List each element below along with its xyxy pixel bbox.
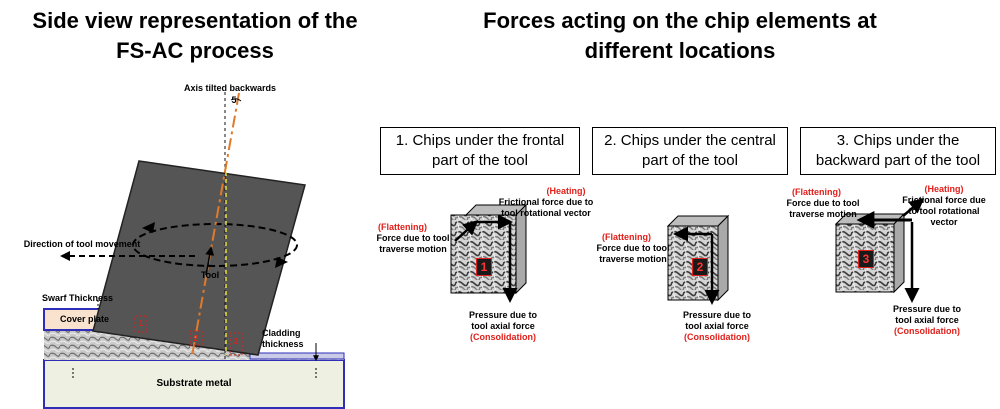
cube-2-consolidation: Pressure due to tool axial force (Consol… bbox=[662, 310, 772, 343]
cladding-label-1: Cladding bbox=[262, 328, 301, 338]
tilt-arc bbox=[230, 98, 242, 102]
cube-2-pressure-text-2: tool axial force bbox=[685, 321, 749, 331]
location-box-1: 1. Chips under the frontal part of the t… bbox=[380, 127, 580, 175]
cube-3-flatten-tag: (Flattening) bbox=[792, 187, 841, 197]
cube-2-flatten-tag: (Flattening) bbox=[602, 232, 651, 242]
cube-3-pressure-text-2: tool axial force bbox=[895, 315, 959, 325]
marker-box-2 bbox=[189, 330, 203, 346]
cube-3-flattening: (Flattening) Force due to tool traverse … bbox=[778, 187, 868, 220]
substrate-metal bbox=[43, 359, 345, 409]
tool-body bbox=[92, 160, 306, 356]
cube-1-pressure-text-2: tool axial force bbox=[471, 321, 535, 331]
cube-1-consol-tag: (Consolidation) bbox=[470, 332, 536, 342]
tilted-axis bbox=[191, 92, 240, 357]
marker-2: 2 bbox=[193, 334, 199, 343]
marker-box-1 bbox=[134, 315, 148, 333]
cube-1-number: 1 bbox=[476, 258, 492, 276]
location-box-3-line1: 3. Chips under the bbox=[836, 132, 960, 149]
cube-1 bbox=[450, 203, 528, 303]
cube-1-heating: (Heating) Frictional force due to tool r… bbox=[486, 186, 606, 219]
cube-3-pressure-text-1: Pressure due to bbox=[892, 304, 962, 314]
substrate-label: Substrate metal bbox=[156, 378, 232, 389]
cube-3-heating: (Heating) Frictional force due to tool r… bbox=[892, 184, 996, 228]
cube-3-flatten-text-2: traverse motion bbox=[789, 209, 857, 219]
cube-1-consolidation: Pressure due to tool axial force (Consol… bbox=[448, 310, 558, 343]
cube-2-flattening: (Flattening) Force due to tool traverse … bbox=[588, 232, 678, 265]
cube-2-pressure-text-1: Pressure due to bbox=[682, 310, 752, 320]
cube-1-heating-tag: (Heating) bbox=[546, 186, 586, 196]
cube-1-flattening: (Flattening) Force due to tool traverse … bbox=[368, 222, 458, 255]
tilt-value: 5 bbox=[231, 95, 237, 105]
location-box-1-line2: part of the tool bbox=[432, 152, 528, 169]
cube-1-flatten-tag: (Flattening) bbox=[378, 222, 427, 232]
location-box-2-line1: 2. Chips under the central bbox=[604, 132, 776, 149]
marker-box-3 bbox=[229, 332, 243, 356]
direction-label: Direction of tool movement bbox=[23, 239, 141, 249]
left-title-line2: FS-AC process bbox=[116, 38, 274, 63]
cube-2 bbox=[666, 214, 730, 305]
cube-2-flatten-text-1: Force due to tool bbox=[596, 243, 670, 253]
cube-3-heating-text-1: Frictional force due bbox=[902, 195, 986, 205]
rotation-arrow bbox=[142, 222, 155, 233]
location-box-3-line2: backward part of the tool bbox=[815, 152, 981, 169]
cube-3-heating-text-3: vector bbox=[930, 217, 958, 227]
right-title-line1: Forces acting on the chip elements at bbox=[483, 8, 877, 33]
left-title-line1: Side view representation of the bbox=[32, 8, 358, 33]
tool-pointer bbox=[205, 246, 215, 276]
left-title: Side view representation of the FS-AC pr… bbox=[0, 6, 390, 66]
cube-1-heating-text-1: Frictional force due to bbox=[498, 197, 594, 207]
cube-3-heating-text-2: to tool rotational bbox=[908, 206, 980, 216]
swarf-label: Swarf Thickness bbox=[42, 293, 114, 303]
cover-plate-label: Cover plate bbox=[60, 314, 110, 324]
right-title: Forces acting on the chip elements at di… bbox=[410, 6, 950, 66]
marker-3: 3 bbox=[233, 337, 239, 346]
tool-label: Tool bbox=[200, 270, 220, 280]
right-title-line2: different locations bbox=[584, 38, 776, 63]
cube-3-consol-tag: (Consolidation) bbox=[894, 326, 960, 336]
cube-3-heating-tag: (Heating) bbox=[924, 184, 964, 194]
cube-1-pressure-text-1: Pressure due to bbox=[468, 310, 538, 320]
marker-1: 1 bbox=[138, 319, 144, 328]
axis-label: Axis tilted backwards bbox=[183, 83, 277, 93]
cube-3-flatten-text-1: Force due to tool bbox=[786, 198, 860, 208]
cladding-label-2: thickness bbox=[262, 339, 304, 349]
cladding-plate bbox=[249, 352, 345, 360]
rotation-arrow bbox=[275, 257, 288, 268]
cube-3-consolidation: Pressure due to tool axial force (Consol… bbox=[872, 304, 982, 337]
cube-1-flatten-text-1: Force due to tool bbox=[376, 233, 450, 243]
cube-1-heating-text-2: tool rotational vector bbox=[501, 208, 591, 218]
location-box-2: 2. Chips under the central part of the t… bbox=[592, 127, 788, 175]
cube-2-number: 2 bbox=[692, 258, 708, 276]
location-box-3: 3. Chips under the backward part of the … bbox=[800, 127, 996, 175]
cube-1-flatten-text-2: traverse motion bbox=[379, 244, 447, 254]
cube-2-consol-tag: (Consolidation) bbox=[684, 332, 750, 342]
cube-2-flatten-text-2: traverse motion bbox=[599, 254, 667, 264]
cladding-label: Cladding thickness bbox=[262, 328, 322, 350]
location-box-2-line2: part of the tool bbox=[642, 152, 738, 169]
cube-3-number: 3 bbox=[858, 250, 874, 268]
location-box-1-line1: 1. Chips under the frontal bbox=[395, 132, 565, 149]
